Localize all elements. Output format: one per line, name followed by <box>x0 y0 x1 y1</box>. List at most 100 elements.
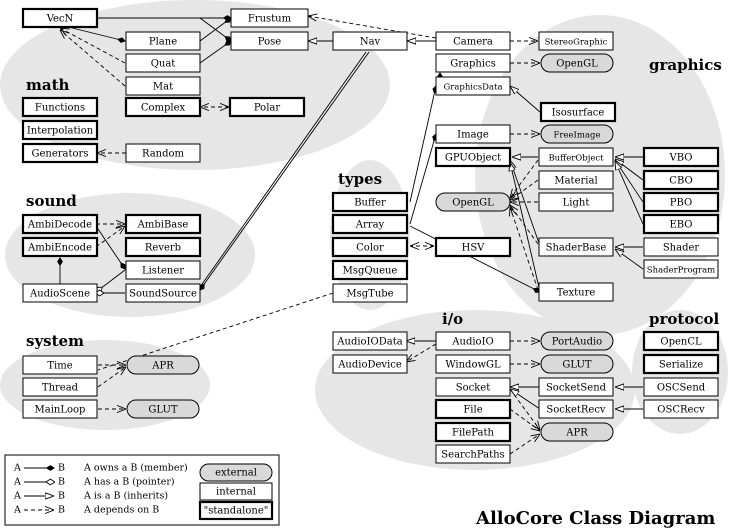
node-label-windowgl: WindowGL <box>445 360 501 371</box>
node-box-socketrecv <box>538 399 614 419</box>
node-label-gpuobject: GPUObject <box>445 153 501 164</box>
node-glut-io: GLUT <box>540 354 614 374</box>
node-label-apr-sys: APR <box>151 361 174 372</box>
legend-external-box <box>199 463 273 482</box>
edge-socketrecv-socket <box>510 389 541 410</box>
node-box-graphics <box>435 53 511 73</box>
node-box-ebo <box>642 213 720 235</box>
legend-b-2: B <box>58 477 65 488</box>
edge-pose-vecn <box>199 17 232 42</box>
edge-searchpaths-apr <box>509 434 540 455</box>
node-audioiodata: AudioIOData <box>332 331 408 351</box>
legend-b-1: B <box>58 463 65 474</box>
node-box-shaderbase <box>538 237 614 257</box>
node-label-ambibase: AmbiBase <box>137 220 189 231</box>
node-label-ambiencode: AmbiEncode <box>27 243 92 254</box>
node-box-texture <box>538 282 614 302</box>
node-box-serialize <box>642 353 720 375</box>
node-box-vecn <box>21 7 99 29</box>
node-box-searchpaths <box>435 444 511 464</box>
node-label-nav: Nav <box>360 37 381 48</box>
node-box-isosurface <box>539 101 617 123</box>
node-pbo: PBO <box>642 191 720 213</box>
node-portaudio: PortAudio <box>540 331 614 351</box>
node-material: Material <box>538 170 614 190</box>
node-box-filepath <box>434 421 512 443</box>
edge-thread-apr <box>97 367 126 388</box>
node-msgqueue: MsgQueue <box>331 259 409 281</box>
node-label-apr-io: APR <box>565 428 588 439</box>
node-label-vecn: VecN <box>46 14 74 25</box>
group-label-io: i/o <box>442 310 463 328</box>
legend-a-4: A <box>13 505 21 516</box>
node-camera: Camera <box>435 31 511 51</box>
node-label-serialize: Serialize <box>659 360 703 371</box>
node-reverb: Reverb <box>124 236 202 258</box>
edge-soundsource-pose <box>199 51 370 291</box>
node-label-ambidecode: AmbiDecode <box>27 220 92 231</box>
edge-array-texture <box>409 225 541 293</box>
node-label-time: Time <box>47 361 72 372</box>
edge-ambiencode-ambibase <box>95 226 125 248</box>
node-array: Array <box>331 213 409 235</box>
node-color: Color <box>331 236 409 258</box>
group-label-math: math <box>26 76 70 94</box>
node-box-random <box>125 143 201 163</box>
node-box-glut-io <box>540 354 614 374</box>
node-box-socketsend <box>538 377 614 397</box>
edge-texture-gpuobject <box>510 162 541 293</box>
node-label-camera: Camera <box>453 37 493 48</box>
node-shaderprogram: ShaderProgram <box>643 259 719 279</box>
node-label-hsv: HSV <box>462 243 486 254</box>
node-mainloop: MainLoop <box>22 399 98 419</box>
node-label-frustum: Frustum <box>248 14 292 25</box>
node-label-glut-sys: GLUT <box>148 405 178 416</box>
node-label-cbo: CBO <box>669 176 692 187</box>
node-gpuobject: GPUObject <box>434 146 512 168</box>
node-shader: Shader <box>643 237 719 257</box>
edge-ebo-bufferobject <box>615 161 644 225</box>
node-label-reverb: Reverb <box>145 243 181 254</box>
node-frustum: Frustum <box>230 8 309 28</box>
node-box-freeimage <box>540 124 614 144</box>
group-label-system: system <box>26 332 84 350</box>
node-box-color <box>331 236 409 258</box>
node-freeimage: FreeImage <box>540 124 614 144</box>
node-ambibase: AmbiBase <box>124 213 202 235</box>
node-audiodevice: AudioDevice <box>332 354 408 374</box>
node-box-oscsend <box>643 377 719 397</box>
node-box-listener <box>125 260 201 280</box>
node-label-bufferobject: BufferObject <box>548 154 604 164</box>
node-box-functions <box>21 96 99 118</box>
node-label-array: Array <box>355 220 385 231</box>
edge-texture-opengl <box>510 207 539 291</box>
node-isosurface: Isosurface <box>539 101 617 123</box>
node-label-functions: Functions <box>35 103 85 114</box>
node-mat: Mat <box>125 76 201 96</box>
legend-b-3: B <box>58 491 65 502</box>
node-label-shaderbase: ShaderBase <box>546 243 607 254</box>
node-serialize: Serialize <box>642 353 720 375</box>
node-quat: Quat <box>125 53 201 73</box>
group-labels: math sound system types i/o graphics pro… <box>26 56 722 350</box>
node-box-material <box>538 170 614 190</box>
node-label-pose: Pose <box>258 37 281 48</box>
legend-a-2: A <box>13 477 21 488</box>
node-label-color: Color <box>356 243 384 254</box>
node-box-reverb <box>124 236 202 258</box>
node-label-texture: Texture <box>557 288 596 299</box>
node-label-audioiodata: AudioIOData <box>336 337 402 348</box>
edge-pose-quat <box>199 40 232 64</box>
node-box-shader <box>643 237 719 257</box>
node-cbo: CBO <box>642 169 720 191</box>
node-nav: Nav <box>332 31 408 51</box>
node-texture: Texture <box>538 282 614 302</box>
edge-quat-vecn <box>60 28 126 64</box>
node-listener: Listener <box>125 260 201 280</box>
group-label-protocol: protocol <box>649 310 719 328</box>
node-label-shader: Shader <box>663 243 700 254</box>
node-label-msgqueue: MsgQueue <box>343 266 398 277</box>
node-vbo: VBO <box>642 146 720 168</box>
